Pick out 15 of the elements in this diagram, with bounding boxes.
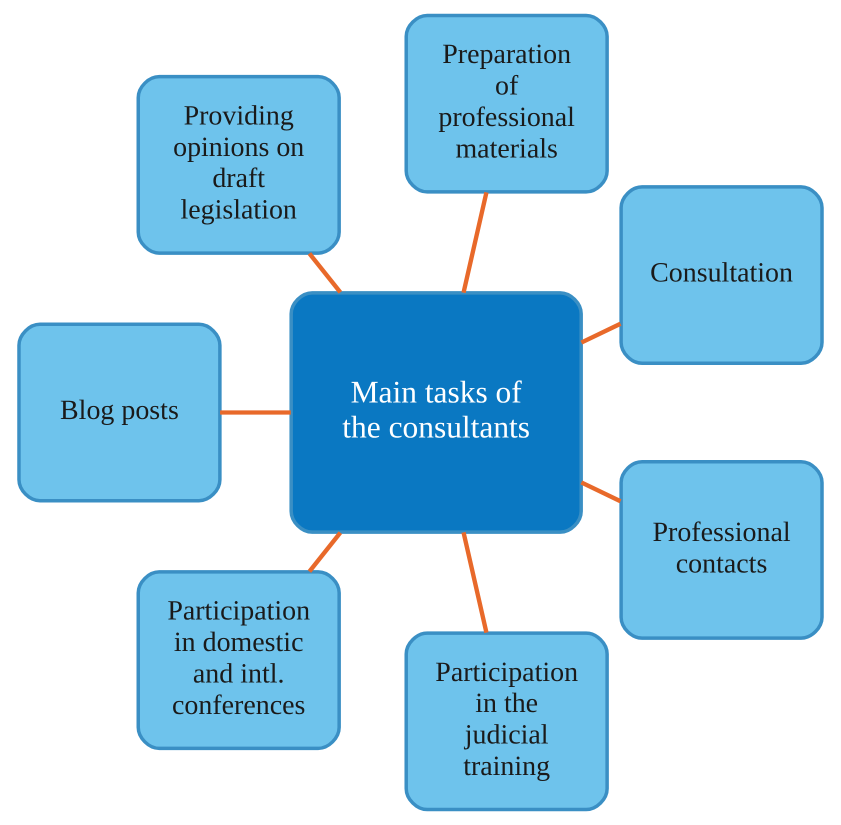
- connector: [580, 480, 622, 504]
- node-box: Consultation: [619, 185, 824, 366]
- node-box: Providing opinions on draft legislation: [136, 74, 341, 255]
- connector: [220, 410, 291, 415]
- connector: [580, 322, 622, 345]
- node-box: Blog posts: [17, 322, 222, 502]
- node-box: Preparation of professional materials: [404, 14, 609, 194]
- connector: [461, 532, 489, 634]
- node-box: Professional contacts: [619, 460, 824, 640]
- connector: [461, 192, 489, 294]
- node-box: Participation in domestic and intl. conferences: [136, 570, 341, 750]
- connector: [308, 531, 342, 573]
- node-box: Main tasks of the consultants: [289, 291, 583, 534]
- node-box: Participation in the judicial training: [404, 631, 609, 812]
- connector: [308, 252, 342, 294]
